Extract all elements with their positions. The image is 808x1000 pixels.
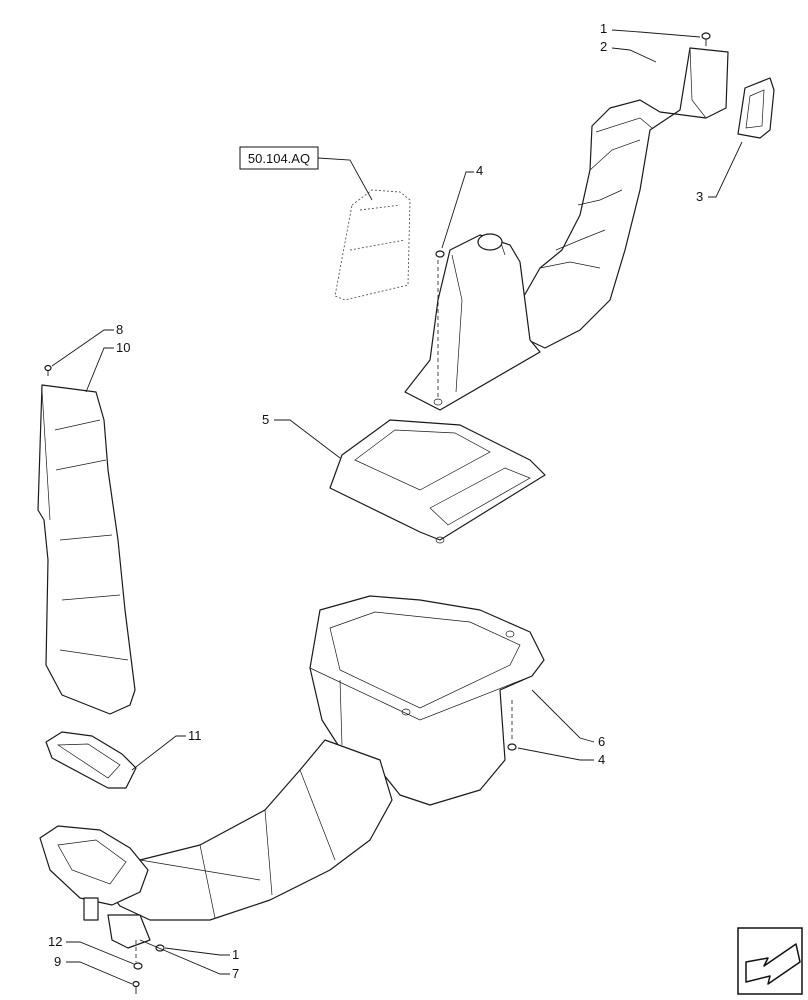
callout-1-bottom: 1: [164, 947, 239, 962]
screw-1-top: [701, 32, 711, 46]
svg-text:4: 4: [476, 163, 483, 178]
lower-outlet-part: [39, 825, 151, 949]
svg-text:12: 12: [48, 934, 62, 949]
svg-text:4: 4: [598, 752, 605, 767]
svg-text:3: 3: [696, 189, 703, 204]
callout-11: 11: [131, 728, 202, 771]
gasket-part-11: [45, 731, 137, 789]
callout-7: 7: [139, 939, 239, 981]
svg-text:5: 5: [262, 412, 269, 427]
reference-label: 50.104.AQ: [248, 151, 310, 166]
svg-text:6: 6: [598, 734, 605, 749]
bolt-9: [132, 980, 140, 994]
svg-text:1: 1: [600, 21, 607, 36]
svg-text:7: 7: [232, 966, 239, 981]
reference-box[interactable]: 50.104.AQ: [239, 146, 373, 201]
gasket-part-3: [737, 77, 775, 139]
callout-12: 12: [48, 934, 135, 965]
callout-8: 8: [51, 322, 123, 367]
callout-6: 6: [531, 689, 605, 749]
svg-text:8: 8: [116, 322, 123, 337]
lower-duct-part: [99, 739, 393, 921]
filter-reference-part: [334, 189, 411, 301]
washer-12: [133, 962, 143, 970]
svg-text:10: 10: [116, 340, 130, 355]
callout-9: 9: [54, 954, 133, 985]
svg-text:11: 11: [188, 728, 202, 743]
callout-4-top: 4: [441, 163, 483, 249]
arrow-nav-icon[interactable]: [737, 927, 803, 995]
callout-2: 2: [600, 39, 657, 63]
upper-duct-part: [523, 47, 729, 349]
callout-10: 10: [85, 340, 130, 393]
callout-5: 5: [262, 412, 341, 459]
upper-housing-part: [404, 233, 541, 411]
svg-text:2: 2: [600, 39, 607, 54]
side-duct-part-10: [37, 384, 136, 715]
screw-8: [44, 364, 52, 376]
callout-1-top: 1: [600, 21, 701, 38]
svg-text:9: 9: [54, 954, 61, 969]
nut-4-bottom: [507, 743, 517, 751]
gasket-part-5: [329, 419, 546, 544]
svg-text:1: 1: [232, 947, 239, 962]
nut-4-top: [435, 250, 445, 258]
lower-plenum-part-6: [309, 595, 545, 806]
callout-3: 3: [696, 141, 743, 204]
callout-4-bottom: 4: [517, 747, 605, 767]
